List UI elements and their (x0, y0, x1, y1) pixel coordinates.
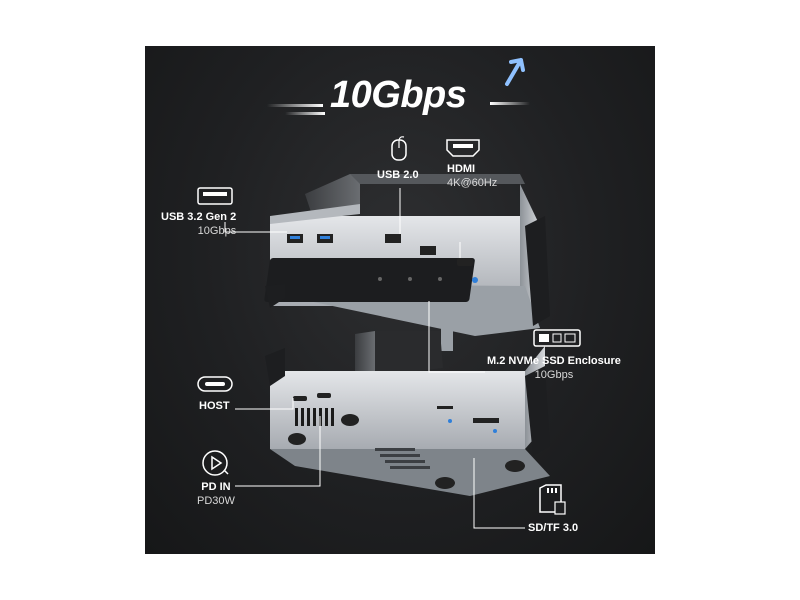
ssd-callout: M.2 NVMe SSD Enclosure 10Gbps (487, 354, 621, 382)
usb-a-port-icon (197, 187, 233, 205)
usb-c-port-icon (197, 376, 233, 392)
hdmi-resolution: 4K@60Hz (447, 177, 498, 189)
lower-unit (265, 331, 550, 496)
usb20-callout: USB 2.0 (377, 168, 419, 182)
speed-line-left-2 (285, 112, 325, 115)
usb32-title: USB 3.2 Gen 2 (161, 211, 237, 223)
sdtf-callout: SD/TF 3.0 (528, 521, 578, 535)
speed-headline: 10Gbps (330, 74, 467, 116)
host-callout: HOST (199, 399, 230, 413)
usb32-callout: USB 3.2 Gen 2 10Gbps (161, 210, 236, 238)
pdin-title: PD IN (201, 481, 231, 493)
pdin-power: PD30W (197, 495, 235, 507)
upper-unit (264, 174, 550, 351)
hdmi-title: HDMI (447, 163, 476, 175)
sdtf-title: SD/TF 3.0 (528, 522, 579, 534)
usb20-title: USB 2.0 (377, 169, 419, 181)
hdmi-port-icon (446, 139, 480, 157)
speed-line-left (267, 104, 323, 107)
usb32-speed: 10Gbps (197, 225, 237, 237)
docking-station-illustration (224, 174, 550, 529)
host-title: HOST (199, 400, 230, 412)
sd-card-icon (539, 484, 566, 515)
hdmi-callout: HDMI 4K@60Hz (447, 162, 497, 190)
power-delivery-icon (202, 450, 229, 476)
product-image-panel: 10Gbps (145, 46, 655, 554)
ssd-speed: 10Gbps (534, 369, 574, 381)
mouse-icon (391, 136, 407, 161)
m2-ssd-icon (533, 329, 581, 347)
ssd-title: M.2 NVMe SSD Enclosure (487, 355, 621, 367)
callout-lines (224, 188, 525, 529)
pdin-callout: PD IN PD30W (197, 480, 235, 508)
